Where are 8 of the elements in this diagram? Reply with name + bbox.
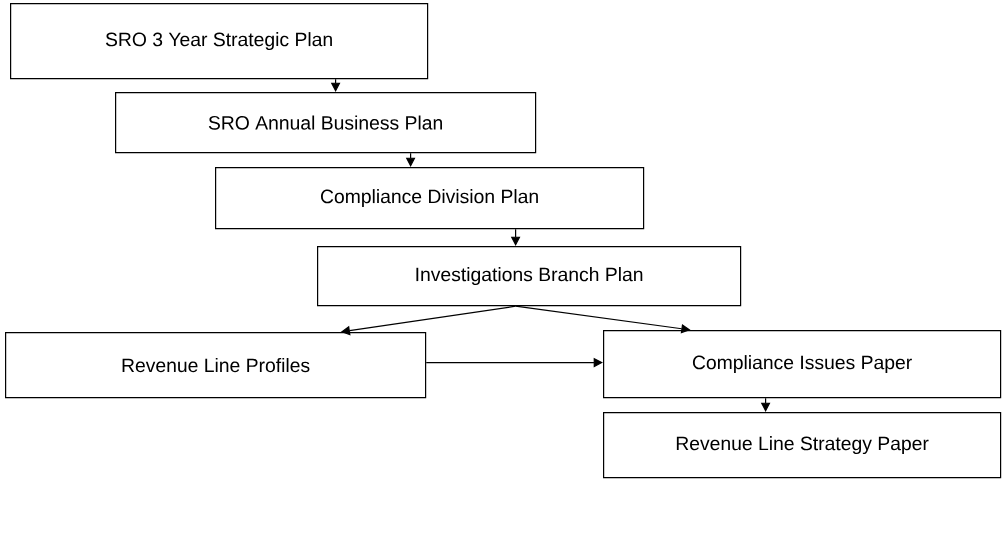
process-box: Revenue Line Strategy Paper [603,412,1002,479]
process-box: SRO Annual Business Plan [115,92,537,154]
process-box: SRO 3 Year Strategic Plan [10,3,429,80]
arrow [425,357,603,368]
process-box: Revenue Line Profiles [5,332,427,399]
process-box: Compliance Division Plan [215,167,645,230]
process-box: Compliance Issues Paper [603,330,1002,399]
process-box: Investigations Branch Plan [317,246,742,307]
